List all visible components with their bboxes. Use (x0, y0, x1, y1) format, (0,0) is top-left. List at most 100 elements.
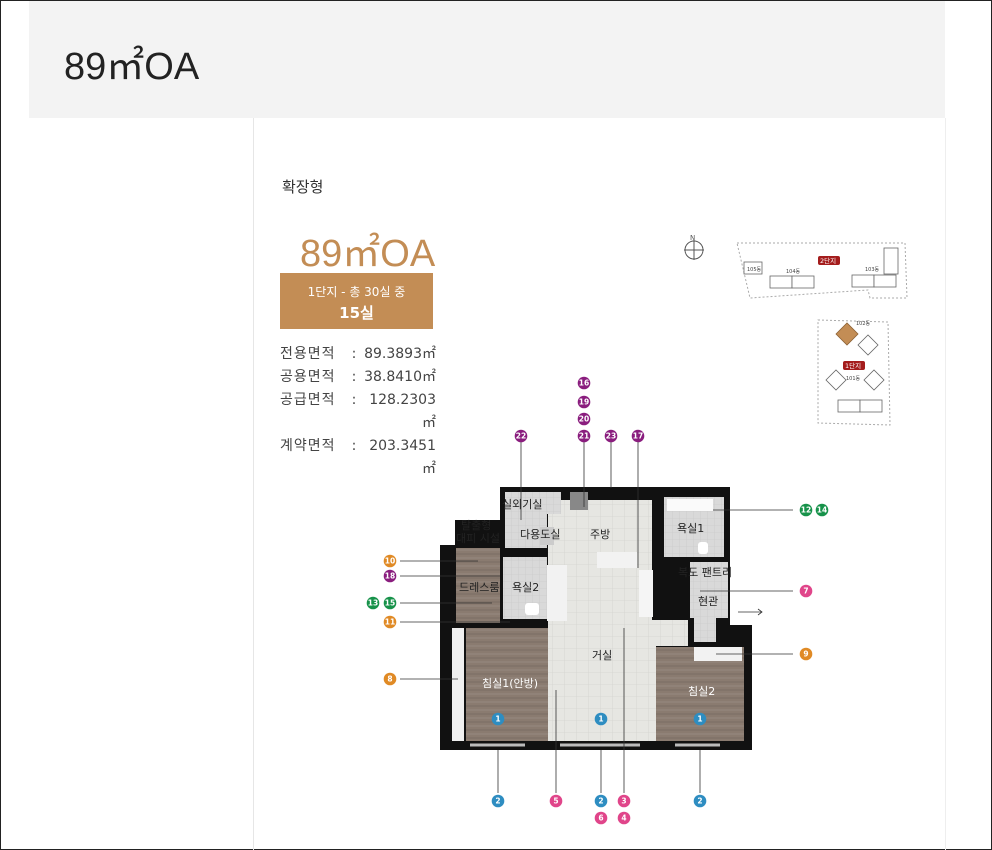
marker-number: 8 (387, 675, 392, 684)
marker-number: 6 (598, 814, 603, 823)
building-label: 105동 (747, 267, 762, 273)
marker-badge (799, 647, 813, 661)
marker-number: 14 (817, 506, 827, 515)
marker-badge (577, 412, 591, 426)
area-label: 계약면적 (280, 438, 336, 454)
area-label: 공급면적 (280, 392, 336, 408)
marker-badge (617, 794, 631, 808)
marker-number: 9 (803, 650, 808, 659)
marker-badge (815, 503, 829, 517)
marker-badge (617, 811, 631, 825)
unit-count-badge: 1단지 - 총 30실 중 15실 (280, 273, 433, 329)
marker-badge (383, 596, 397, 610)
room-label-entrance: 현관 (698, 595, 718, 608)
floor-type-label: 확장형 (282, 178, 324, 196)
room-label-pantry: 복도 팬트리 (678, 566, 732, 579)
building-label: 102동 (856, 321, 871, 327)
marker-badge (383, 615, 397, 629)
area-row: 계약면적:203.3451㎡ (280, 435, 436, 481)
marker-number: 1 (495, 715, 500, 724)
floor-plan (440, 487, 752, 750)
marker-number: 23 (606, 432, 616, 441)
marker-badge (383, 554, 397, 568)
building-label: 101동 (846, 376, 861, 382)
building-label: 103동 (865, 267, 880, 273)
marker-badge (577, 429, 591, 443)
area-value: 38.8410㎡ (364, 369, 436, 385)
marker-number: 4 (621, 814, 626, 823)
room-label-bath1: 욕실1 (677, 522, 704, 535)
marker-number: 11 (385, 618, 395, 627)
marker-badge (594, 712, 608, 726)
marker-number: 10 (385, 557, 395, 566)
page-header: 89㎡OA (29, 1, 945, 118)
marker-number: 2 (697, 797, 702, 806)
room-label-escape: 대피 시설 (456, 532, 500, 545)
marker-number: 15 (385, 599, 395, 608)
area-row: 전용면적:89.3893㎡ (280, 343, 436, 366)
room-label-kitchen: 주방 (590, 528, 610, 541)
room-label-outdoor: 실외기실 (502, 498, 542, 511)
area-row: 공급면적:128.2303㎡ (280, 389, 436, 435)
marker-badge (577, 395, 591, 409)
marker-number: 12 (801, 506, 811, 515)
marker-number: 1 (697, 715, 702, 724)
marker-badge (491, 712, 505, 726)
complex1-label: 1단지 (845, 361, 861, 370)
badge-count: 15실 (339, 304, 374, 322)
north-label: N (690, 234, 695, 242)
room-label-utility: 다용도실 (520, 528, 560, 541)
marker-badge (549, 794, 563, 808)
marker-badge (604, 429, 618, 443)
room-label-living: 거실 (592, 649, 612, 662)
marker-badge (383, 672, 397, 686)
room-label-bed1: 침실1(안방) (482, 677, 538, 690)
marker-number: 17 (633, 432, 643, 441)
marker-number: 21 (579, 432, 589, 441)
marker-badge (383, 569, 397, 583)
marker-number: 22 (516, 432, 526, 441)
column-divider (253, 118, 254, 850)
area-value: 89.3893㎡ (364, 346, 436, 362)
north-compass-icon (684, 240, 704, 260)
area-row: 공용면적:38.8410㎡ (280, 366, 436, 389)
marker-number: 20 (579, 415, 589, 424)
marker-number: 3 (621, 797, 626, 806)
marker-badge (693, 794, 707, 808)
area-table: 전용면적:89.3893㎡ 공용면적:38.8410㎡ 공급면적:128.230… (280, 343, 436, 481)
area-label: 전용면적 (280, 346, 336, 362)
room-label-dress: 드레스룸 (459, 581, 499, 594)
area-label: 공용면적 (280, 369, 336, 385)
site-map: N 2단지 1단지 105동 104동 103동 102동 101동 (684, 234, 908, 426)
marker-badge (366, 596, 380, 610)
marker-badge (594, 794, 608, 808)
marker-number: 13 (368, 599, 378, 608)
page-title: 89㎡OA (64, 46, 200, 88)
marker-badge (577, 376, 591, 390)
marker-badge (594, 811, 608, 825)
marker-number: 1 (598, 715, 603, 724)
marker-number: 5 (553, 797, 558, 806)
marker-badge (514, 429, 528, 443)
marker-number: 19 (579, 398, 589, 407)
area-value: 128.2303㎡ (369, 392, 436, 431)
right-divider (945, 118, 946, 850)
marker-number: 2 (495, 797, 500, 806)
marker-badge (631, 429, 645, 443)
room-label-escape: 탈출형 (461, 519, 491, 532)
marker-badge (799, 503, 813, 517)
complex2-label: 2단지 (820, 256, 836, 265)
room-label-bed2: 침실2 (688, 685, 715, 698)
marker-number: 18 (385, 572, 395, 581)
marker-number: 16 (579, 379, 589, 388)
building-label: 104동 (786, 269, 801, 275)
area-value: 203.3451㎡ (369, 438, 436, 477)
marker-badge (491, 794, 505, 808)
room-label-bath2: 욕실2 (512, 581, 539, 594)
marker-number: 2 (598, 797, 603, 806)
marker-number: 7 (803, 587, 808, 596)
unit-type-title: 89㎡OA (300, 233, 436, 275)
marker-badge (799, 584, 813, 598)
marker-badge (693, 712, 707, 726)
